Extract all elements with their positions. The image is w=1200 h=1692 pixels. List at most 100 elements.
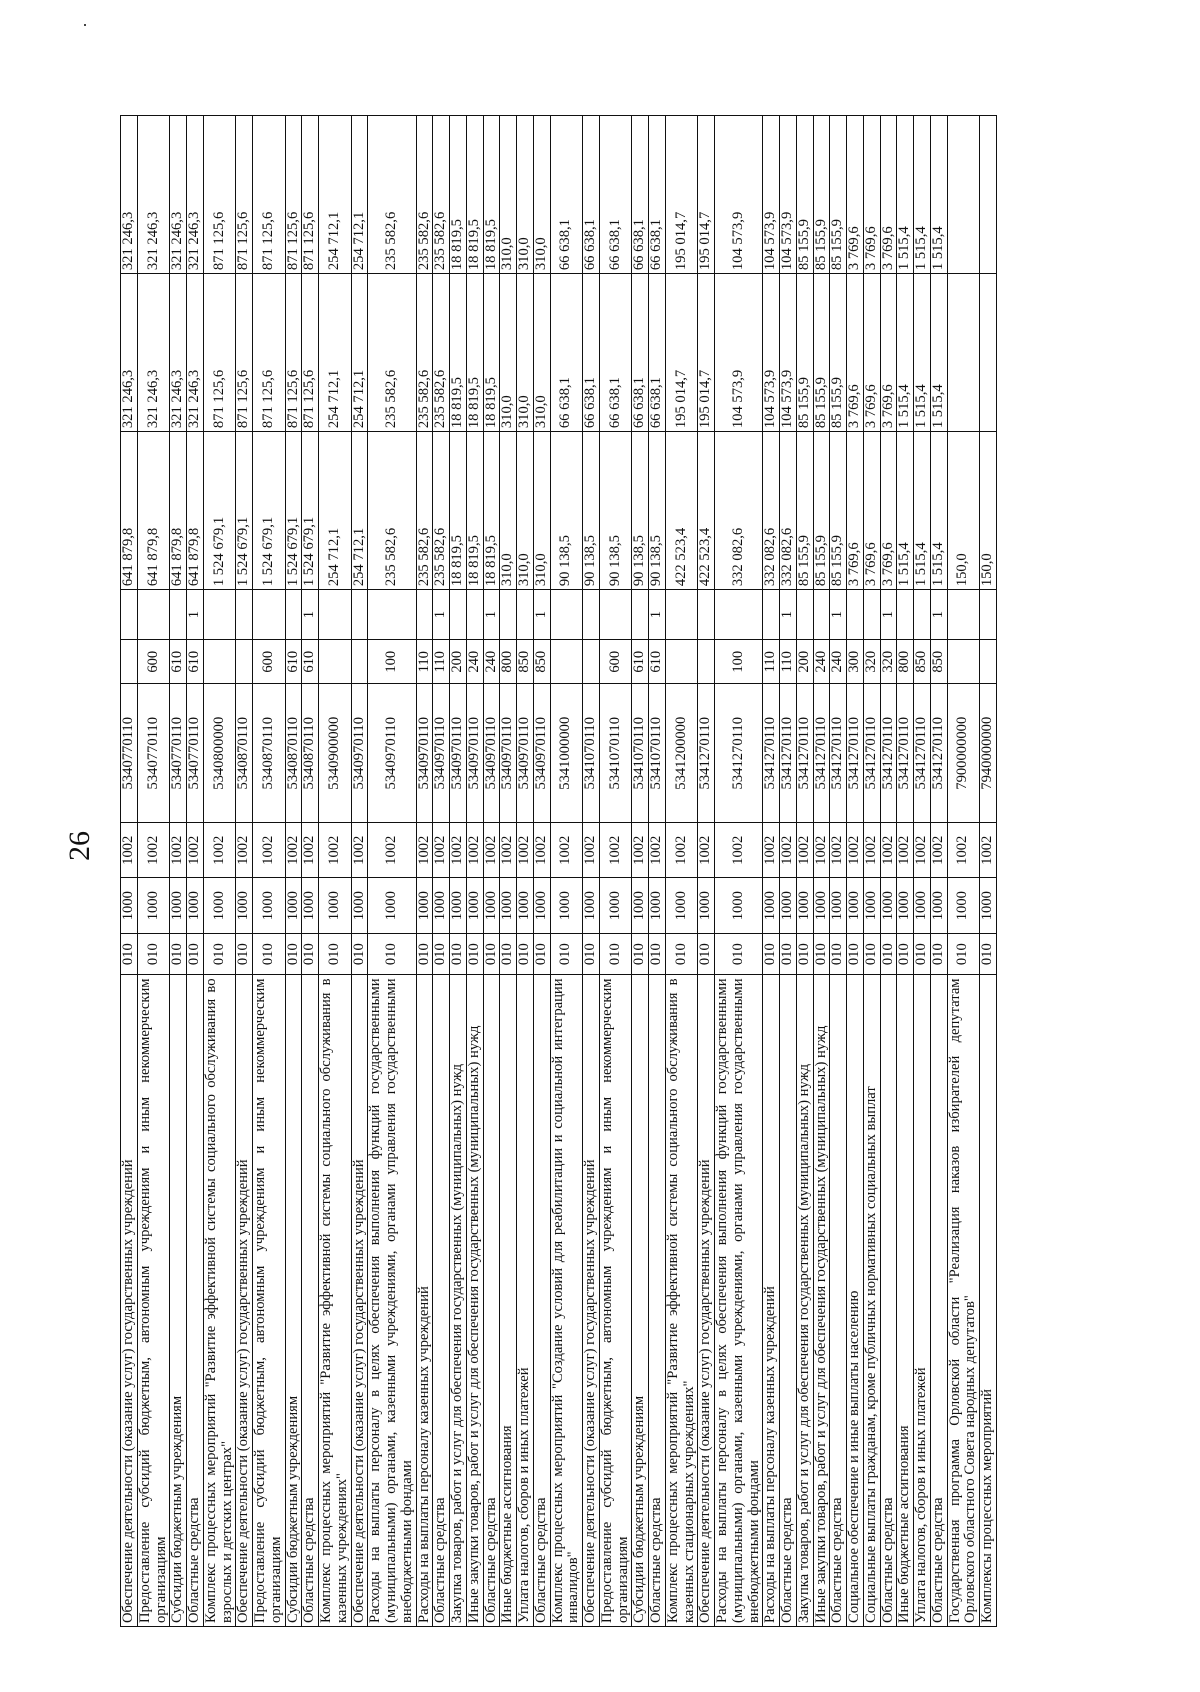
row-expense-type: 240 (466, 639, 483, 684)
row-section: 1000 (599, 877, 632, 934)
row-amount-3: 195 014,7 (665, 115, 698, 274)
row-name: Иные бюджетные ассигнования (499, 974, 517, 1627)
row-expense-type: 610 (631, 639, 649, 684)
row-code: 010 (301, 933, 319, 975)
row-expense-type: 300 (846, 639, 864, 684)
row-amount-3: 235 582,6 (432, 115, 450, 274)
row-amount-3: 235 582,6 (416, 115, 433, 274)
table-row: Иные закупки товаров, работ и услуг для … (466, 115, 483, 1627)
row-amount-2: 871 125,6 (301, 273, 319, 432)
row-expense-type: 800 (499, 639, 517, 684)
table-row: Предоставление субсидий бюджетным, автон… (137, 115, 170, 1627)
row-amount-3: 1 515,4 (913, 115, 931, 274)
row-subsection: 1002 (880, 822, 897, 878)
row-indicator: 1 (301, 589, 319, 640)
row-expense-type (947, 639, 980, 684)
row-amount-2: 66 638,1 (648, 273, 666, 432)
row-subsection: 1002 (665, 822, 698, 878)
row-name: Областные средства (648, 974, 666, 1627)
row-target-article: 5340970110 (516, 683, 534, 823)
budget-table-container: Обеспечение деятельности (оказание услуг… (120, 115, 1095, 1627)
row-target-article: 5340970110 (416, 683, 433, 823)
row-section: 1000 (930, 877, 947, 934)
row-name: Расходы на выплаты персоналу в целях обе… (367, 974, 416, 1627)
row-indicator (499, 589, 517, 640)
row-indicator: 1 (432, 589, 450, 640)
row-amount-2 (947, 273, 980, 432)
row-amount-1: 641 879,8 (186, 431, 204, 590)
row-subsection: 1002 (829, 822, 847, 878)
row-name: Предоставление субсидий бюджетным, автон… (137, 974, 170, 1627)
budget-table: Обеспечение деятельности (оказание услуг… (120, 115, 997, 1627)
row-indicator (846, 589, 864, 640)
row-amount-3: 18 819,5 (483, 115, 500, 274)
row-amount-2: 1 515,4 (896, 273, 914, 432)
row-amount-2: 235 582,6 (432, 273, 450, 432)
row-section: 1000 (648, 877, 666, 934)
row-amount-2: 235 582,6 (416, 273, 433, 432)
table-row: Социальные выплаты гражданам, кроме публ… (863, 115, 880, 1627)
row-expense-type (235, 639, 253, 684)
table-row: Закупка товаров, работ и услуг для обесп… (796, 115, 813, 1627)
row-amount-1: 18 819,5 (449, 431, 467, 590)
row-target-article: 5340970110 (367, 683, 416, 823)
row-amount-3: 85 155,9 (829, 115, 847, 274)
row-code: 010 (829, 933, 847, 975)
row-amount-1: 3 769,6 (846, 431, 864, 590)
table-row: Комплекс процессных мероприятий "Развити… (318, 115, 351, 1627)
row-expense-type: 100 (367, 639, 416, 684)
row-code: 010 (697, 933, 715, 975)
row-subsection: 1002 (301, 822, 319, 878)
row-amount-2: 254 712,1 (351, 273, 368, 432)
row-amount-1: 310,0 (533, 431, 550, 590)
row-amount-1: 235 582,6 (416, 431, 433, 590)
row-code: 010 (367, 933, 416, 975)
row-name: Обеспечение деятельности (оказание услуг… (697, 974, 715, 1627)
row-amount-1: 1 524 679,1 (285, 431, 302, 590)
row-amount-3: 254 712,1 (318, 115, 351, 274)
row-amount-3: 871 125,6 (235, 115, 253, 274)
table-row: Обеспечение деятельности (оказание услуг… (120, 115, 138, 1627)
row-amount-2: 18 819,5 (483, 273, 500, 432)
row-code: 010 (137, 933, 170, 975)
row-amount-2: 3 769,6 (846, 273, 864, 432)
row-name: Областные средства (880, 974, 897, 1627)
row-amount-2: 321 246,3 (186, 273, 204, 432)
row-code: 010 (979, 933, 997, 975)
row-target-article: 5340870110 (235, 683, 253, 823)
row-target-article: 5340770110 (120, 683, 138, 823)
row-subsection: 1002 (449, 822, 467, 878)
budget-table-body: Обеспечение деятельности (оказание услуг… (120, 115, 997, 1627)
row-name: Областные средства (186, 974, 204, 1627)
row-amount-2: 321 246,3 (120, 273, 138, 432)
row-amount-3: 254 712,1 (351, 115, 368, 274)
row-subsection: 1002 (351, 822, 368, 878)
row-amount-2: 66 638,1 (582, 273, 600, 432)
table-row: Расходы на выплаты персоналу в целях обе… (714, 115, 763, 1627)
row-amount-2: 3 769,6 (863, 273, 880, 432)
row-code: 010 (203, 933, 236, 975)
row-target-article: 5341270110 (779, 683, 797, 823)
row-subsection: 1002 (846, 822, 864, 878)
row-code: 010 (235, 933, 253, 975)
row-section: 1000 (235, 877, 253, 934)
row-section: 1000 (631, 877, 649, 934)
row-name: Социальные выплаты гражданам, кроме публ… (863, 974, 880, 1627)
row-amount-1: 332 082,6 (714, 431, 763, 590)
row-name: Закупка товаров, работ и услуг для обесп… (796, 974, 813, 1627)
row-target-article: 7900000000 (947, 683, 980, 823)
row-expense-type: 100 (714, 639, 763, 684)
table-row: Обеспечение деятельности (оказание услуг… (235, 115, 253, 1627)
row-amount-3: 195 014,7 (697, 115, 715, 274)
row-expense-type: 610 (186, 639, 204, 684)
row-target-article: 5341270110 (913, 683, 931, 823)
scan-speck (84, 24, 86, 26)
row-amount-3: 235 582,6 (367, 115, 416, 274)
row-code: 010 (169, 933, 187, 975)
row-subsection: 1002 (648, 822, 666, 878)
row-name: Обеспечение деятельности (оказание услуг… (582, 974, 600, 1627)
row-target-article: 5340970110 (432, 683, 450, 823)
